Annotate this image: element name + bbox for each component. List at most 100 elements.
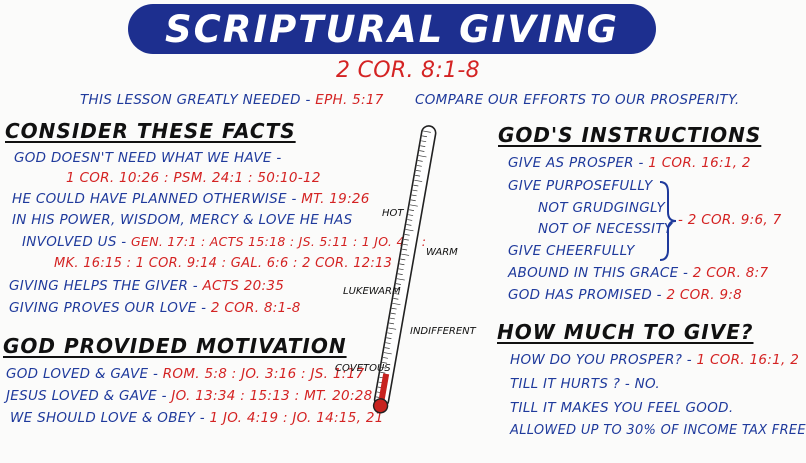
how-much-line-1-text: HOW DO YOU PROSPER? - xyxy=(510,352,697,368)
consider-line-5: INVOLVED US - GEN. 17:1 : ACTS 15:18 : J… xyxy=(22,234,426,250)
thermometer-tick xyxy=(404,234,410,236)
thermometer-tick xyxy=(394,293,400,295)
intro-left-text: THIS LESSON GREATLY NEEDED - xyxy=(80,92,316,108)
thermometer-tick xyxy=(417,160,423,162)
thermometer-tick xyxy=(397,273,403,275)
instructions-bracket-ref: - 2 COR. 9:6, 7 xyxy=(678,212,782,228)
consider-line-3-text: HE COULD HAVE PLANNED OTHERWISE - xyxy=(12,191,302,207)
consider-line-7: GIVING HELPS THE GIVER - ACTS 20:35 xyxy=(9,278,284,294)
thermometer-tick xyxy=(392,302,401,306)
instructions-line-3: NOT GRUDGINGLY xyxy=(538,200,666,216)
motivation-line-2: JESUS LOVED & GAVE - JO. 13:34 : 15:13 :… xyxy=(6,388,373,404)
how-much-line-4: ALLOWED UP TO 30% OF INCOME TAX FREE xyxy=(510,423,806,438)
thermometer-tick xyxy=(400,258,406,261)
thermometer xyxy=(372,125,437,414)
consider-line-7-text: GIVING HELPS THE GIVER - xyxy=(9,278,203,294)
how-much-line-3: TILL IT MAKES YOU FEEL GOOD. xyxy=(510,400,734,416)
consider-line-4: IN HIS POWER, WISDOM, MERCY & LOVE HE HA… xyxy=(12,212,353,228)
how-much-line-1-ref: 1 COR. 16:1, 2 xyxy=(696,352,800,368)
how-much-line-2: TILL IT HURTS ? - NO. xyxy=(510,376,660,392)
thermometer-tick xyxy=(422,130,431,133)
thermometer-mercury xyxy=(377,373,390,407)
intro-right: COMPARE OUR EFFORTS TO OUR PROSPERITY. xyxy=(415,92,740,108)
thermometer-tick xyxy=(408,214,414,216)
thermometer-tick xyxy=(385,342,391,344)
page-title: SCRIPTURAL GIVING xyxy=(165,8,619,51)
instructions-line-7: GOD HAS PROMISED - 2 COR. 9:8 xyxy=(508,287,742,303)
consider-line-2: 1 COR. 10:26 : PSM. 24:1 : 50:10-12 xyxy=(66,170,321,186)
curly-brace-icon xyxy=(659,181,677,261)
instructions-line-4: NOT OF NECESSITY xyxy=(538,221,673,237)
thermometer-tick xyxy=(395,288,401,290)
thermometer-tick xyxy=(413,184,419,187)
consider-line-8-ref: 2 COR. 8:1-8 xyxy=(210,300,301,316)
title-banner: SCRIPTURAL GIVING xyxy=(128,4,656,54)
thermometer-tick xyxy=(382,357,388,359)
motivation-line-3-text: WE SHOULD LOVE & OBEY - xyxy=(10,410,210,426)
thermometer-tick xyxy=(399,263,405,266)
intro-left-ref: EPH. 5:17 xyxy=(315,92,384,108)
thermometer-tick xyxy=(412,189,418,192)
instructions-line-7-ref: 2 COR. 9:8 xyxy=(666,287,743,303)
instructions-line-6-ref: 2 COR. 8:7 xyxy=(692,265,769,281)
thermometer-tick xyxy=(386,337,392,339)
motivation-line-3: WE SHOULD LOVE & OBEY - 1 JO. 4:19 : JO.… xyxy=(10,410,384,426)
thermometer-ticks xyxy=(375,130,431,399)
instructions-heading: GOD'S INSTRUCTIONS xyxy=(498,123,762,147)
thermometer-tick xyxy=(405,229,414,232)
thermo-label-hot: HOT xyxy=(382,208,404,219)
thermometer-tick xyxy=(406,224,412,226)
thermometer-tick xyxy=(411,194,417,197)
thermometer-tick xyxy=(415,174,421,177)
thermometer-tick xyxy=(389,322,395,325)
thermometer-tick xyxy=(419,150,425,152)
thermometer-tick xyxy=(401,253,410,256)
thermometer-tick xyxy=(387,332,393,335)
motivation-line-2-ref: JO. 13:34 : 15:13 : MT. 20:28 xyxy=(171,388,373,404)
thermometer-tick xyxy=(390,312,396,315)
thermometer-tick xyxy=(391,307,397,310)
consider-line-3-ref: MT. 19:26 xyxy=(301,191,370,207)
thermo-label-indifferent: INDIFFERENT xyxy=(410,326,476,337)
thermometer-tick xyxy=(408,209,415,211)
thermometer-tick xyxy=(422,135,428,138)
instructions-line-1-text: GIVE AS PROSPER - xyxy=(508,155,649,171)
thermometer-tick xyxy=(418,155,427,158)
consider-line-3: HE COULD HAVE PLANNED OTHERWISE - MT. 19… xyxy=(12,191,370,207)
thermometer-tick xyxy=(414,179,423,182)
motivation-line-2-text: JESUS LOVED & GAVE - xyxy=(6,388,172,404)
consider-line-6: MK. 16:15 : 1 COR. 9:14 : GAL. 6:6 : 2 C… xyxy=(54,256,393,271)
thermometer-tick xyxy=(402,243,408,246)
thermo-label-warm: WARM xyxy=(426,247,458,258)
thermo-label-lukewarm: LUKEWARM xyxy=(343,286,401,297)
thermometer-tick xyxy=(396,278,405,281)
consider-line-1: GOD DOESN'T NEED WHAT WE HAVE - xyxy=(14,150,282,166)
motivation-line-1-text: GOD LOVED & GAVE - xyxy=(6,366,163,382)
thermometer-tick xyxy=(402,248,408,251)
motivation-line-1: GOD LOVED & GAVE - ROM. 5:8 : JO. 3:16 :… xyxy=(6,366,364,382)
motivation-line-1-ref: ROM. 5:8 : JO. 3:16 : JS. 1:17 xyxy=(162,366,365,382)
consider-line-7-ref: ACTS 20:35 xyxy=(202,278,285,294)
thermometer-tick xyxy=(383,352,392,355)
motivation-line-3-ref: 1 JO. 4:19 : JO. 14:15, 21 xyxy=(209,410,384,426)
instructions-line-5: GIVE CHEERFULLY xyxy=(508,243,635,259)
main-reference: 2 COR. 8:1-8 xyxy=(336,58,480,83)
thermometer-tick xyxy=(420,145,426,147)
thermometer-tick xyxy=(388,327,397,330)
thermometer-bulb xyxy=(372,398,389,414)
instructions-line-1: GIVE AS PROSPER - 1 COR. 16:1, 2 xyxy=(508,155,751,171)
thermometer-tick xyxy=(398,268,404,271)
consider-line-5-ref: GEN. 17:1 : ACTS 15:18 : JS. 5:11 : 1 JO… xyxy=(131,234,427,249)
instructions-line-6-text: ABOUND IN THIS GRACE - xyxy=(508,265,693,281)
thermometer-tick xyxy=(421,140,427,143)
thermometer-tick xyxy=(395,283,402,285)
thermometer-tick xyxy=(393,298,399,300)
motivation-heading: GOD PROVIDED MOTIVATION xyxy=(3,334,347,358)
thermometer-tick xyxy=(409,204,418,207)
thermometer-tick xyxy=(416,165,422,167)
how-much-line-1: HOW DO YOU PROSPER? - 1 COR. 16:1, 2 xyxy=(510,352,799,368)
instructions-line-6: ABOUND IN THIS GRACE - 2 COR. 8:7 xyxy=(508,265,768,281)
thermo-label-covetous: COVETOUS xyxy=(335,363,391,374)
thermometer-tick xyxy=(389,317,395,320)
consider-line-8: GIVING PROVES OUR LOVE - 2 COR. 8:1-8 xyxy=(9,300,301,316)
